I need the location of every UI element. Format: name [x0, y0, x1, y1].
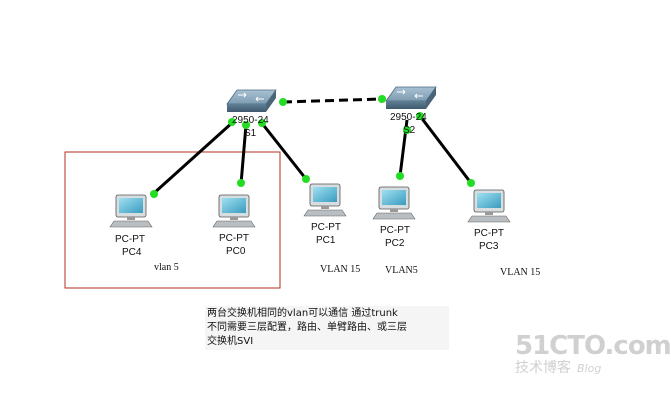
switch-s2-name: S2: [403, 125, 416, 136]
port-light: [378, 95, 386, 103]
annotation-note: 两台交换机相同的vlan可以通信 通过trunk 不同需要三层配置，路由、单臂路…: [205, 306, 449, 350]
port-light: [228, 118, 236, 126]
link-s1-pc4: [151, 120, 235, 196]
link-s1-pc0: [239, 124, 248, 185]
port-light: [302, 175, 310, 183]
switch-s1-icon[interactable]: [226, 89, 277, 112]
switch-s2-icon[interactable]: [385, 86, 437, 109]
pc0-name: PC0: [226, 246, 246, 257]
note-line: 交换机SVI: [207, 336, 254, 347]
port-light: [150, 190, 158, 198]
port-light: [416, 112, 424, 120]
port-light: [396, 172, 404, 180]
network-diagram: 2950-24 S1 2950-24 S2 PC-PT PC4 PC-PT PC…: [64, 86, 671, 377]
topology-canvas: [64, 86, 511, 289]
pc3-type: PC-PT: [474, 228, 504, 239]
note-line: 两台交换机相同的vlan可以通信 通过trunk: [207, 308, 398, 319]
vlan-label-pc1: VLAN 15: [320, 264, 361, 275]
pc2-name: PC2: [385, 238, 405, 249]
vlan5-group-box: [64, 151, 281, 289]
watermark-subtitle: 技术博客 Blog: [515, 360, 645, 377]
pc1-icon[interactable]: [303, 183, 347, 217]
port-light: [403, 126, 411, 134]
watermark-logo: 51CTO.com: [515, 331, 671, 361]
pc1-type: PC-PT: [311, 222, 341, 233]
pc4-type: PC-PT: [115, 234, 145, 245]
switch-s2-model: 2950-24: [390, 112, 427, 123]
pc0-icon[interactable]: [212, 194, 256, 228]
vlan-label-pc3: VLAN 15: [500, 267, 541, 278]
pc2-icon[interactable]: [372, 186, 416, 220]
pc2-type: PC-PT: [380, 225, 410, 236]
port-light: [467, 179, 475, 187]
link-s1-s2-trunk: [282, 97, 383, 104]
watermark-text: 技术博客: [515, 360, 571, 376]
pc3-name: PC3: [479, 241, 499, 252]
watermark-blog: Blog: [577, 362, 602, 375]
switch-s1-model: 2950-24: [232, 115, 269, 126]
link-s2-pc3: [418, 115, 473, 184]
vlan-label-pc2: VLAN5: [385, 265, 418, 276]
vlan-label-vlan5-group: vlan 5: [154, 262, 179, 273]
pc0-type: PC-PT: [219, 233, 249, 244]
watermark: 51CTO.com 技术博客 Blog: [515, 331, 671, 377]
port-light: [279, 98, 287, 106]
note-line: 不同需要三层配置，路由、单臂路由、或三层: [207, 322, 407, 333]
link-s1-pc1: [259, 121, 308, 180]
port-light: [258, 119, 266, 127]
switch-s1-name: S1: [244, 128, 257, 139]
port-light: [237, 179, 245, 187]
pc1-name: PC1: [316, 235, 336, 246]
pc4-name: PC4: [122, 247, 142, 258]
pc3-icon[interactable]: [467, 189, 511, 223]
port-light: [242, 121, 250, 129]
port-lights: [150, 95, 475, 198]
pc4-icon[interactable]: [109, 194, 153, 228]
